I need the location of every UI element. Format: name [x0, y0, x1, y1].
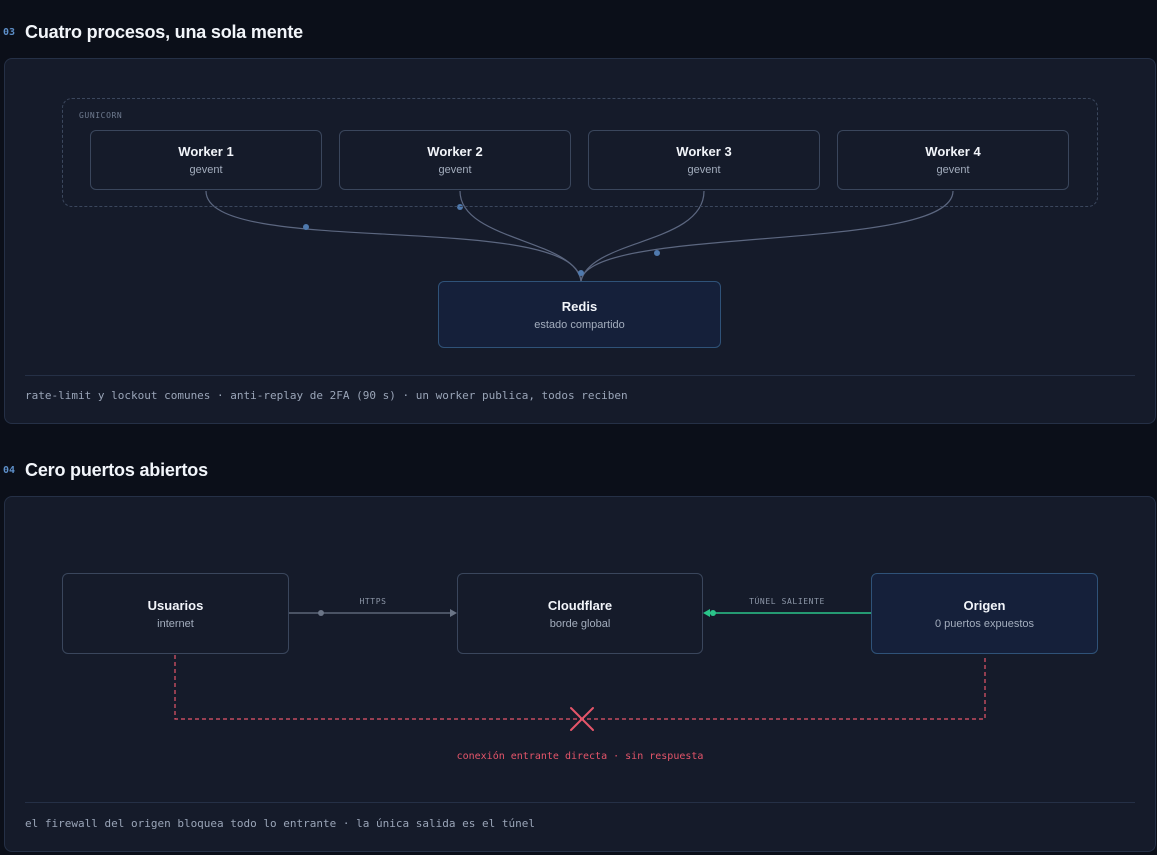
panel-footer-note: rate-limit y lockout comunes · anti-repl…	[25, 389, 628, 402]
node-subtitle: internet	[157, 617, 194, 630]
worker-1-node: Worker 1 gevent	[90, 130, 322, 190]
worker-3-node: Worker 3 gevent	[588, 130, 820, 190]
section-number: 03	[3, 26, 16, 38]
https-edge-dot	[318, 610, 324, 616]
connector-dot	[457, 204, 463, 210]
node-title: Worker 3	[676, 144, 732, 159]
https-edge-label: HTTPS	[359, 597, 387, 606]
node-subtitle: borde global	[549, 617, 611, 630]
connector-worker-2	[459, 190, 582, 282]
network-connectors	[174, 609, 986, 731]
panel-footer-note: el firewall del origen bloquea todo lo e…	[25, 817, 535, 830]
node-subtitle: estado compartido	[534, 318, 625, 331]
node-title: Redis	[561, 298, 598, 314]
tunnel-edge-label: TÚNEL SALIENTE	[749, 597, 825, 606]
connector-dot	[578, 270, 584, 276]
worker-redis-connectors	[205, 190, 954, 282]
connector-worker-1	[205, 190, 582, 282]
node-subtitle: 0 puertos expuestos	[934, 617, 1035, 630]
tunnel-edge-dot	[710, 610, 716, 616]
node-title: Usuarios	[147, 597, 204, 613]
node-subtitle: gevent	[687, 164, 721, 176]
footer-divider	[25, 802, 1135, 803]
node-title: Worker 2	[427, 144, 483, 159]
footer-divider	[25, 375, 1135, 376]
section-number: 04	[3, 464, 16, 476]
cloudflare-node: Cloudflare borde global	[457, 573, 703, 654]
https-arrowhead	[450, 609, 457, 617]
node-title: Cloudflare	[547, 597, 613, 613]
worker-2-node: Worker 2 gevent	[339, 130, 571, 190]
tunnel-arrowhead	[703, 609, 710, 617]
blocked-connection-label: conexión entrante directa · sin respuest…	[456, 751, 704, 762]
gunicorn-group: GUNICORN	[62, 98, 1098, 207]
redis-node: Redis estado compartido	[438, 281, 721, 348]
node-title: Worker 1	[178, 144, 234, 159]
group-label: GUNICORN	[79, 111, 123, 120]
origin-node: Origen 0 puertos expuestos	[871, 573, 1098, 654]
node-subtitle: gevent	[438, 164, 472, 176]
node-title: Origen	[963, 597, 1006, 613]
blocked-direct-path	[174, 655, 986, 720]
gunicorn-diagram-panel: GUNICORN Worker 1 gevent Worker 2 gevent…	[4, 58, 1156, 424]
blocked-cross-icon	[570, 707, 594, 731]
section-title: Cuatro procesos, una sola mente	[25, 21, 303, 42]
connector-dot	[303, 224, 309, 230]
section-title: Cero puertos abiertos	[25, 459, 208, 480]
tunnel-diagram-panel: Usuarios internet Cloudflare borde globa…	[4, 496, 1156, 852]
users-node: Usuarios internet	[62, 573, 289, 654]
node-subtitle: gevent	[936, 164, 970, 176]
node-title: Worker 4	[925, 144, 981, 159]
connector-worker-3	[580, 190, 705, 282]
node-subtitle: gevent	[189, 164, 223, 176]
section-03-header: 03 Cuatro procesos, una sola mente	[0, 17, 303, 47]
worker-4-node: Worker 4 gevent	[837, 130, 1069, 190]
connector-worker-4	[580, 190, 954, 282]
connector-dot	[654, 250, 660, 256]
section-04-header: 04 Cero puertos abiertos	[0, 455, 208, 485]
